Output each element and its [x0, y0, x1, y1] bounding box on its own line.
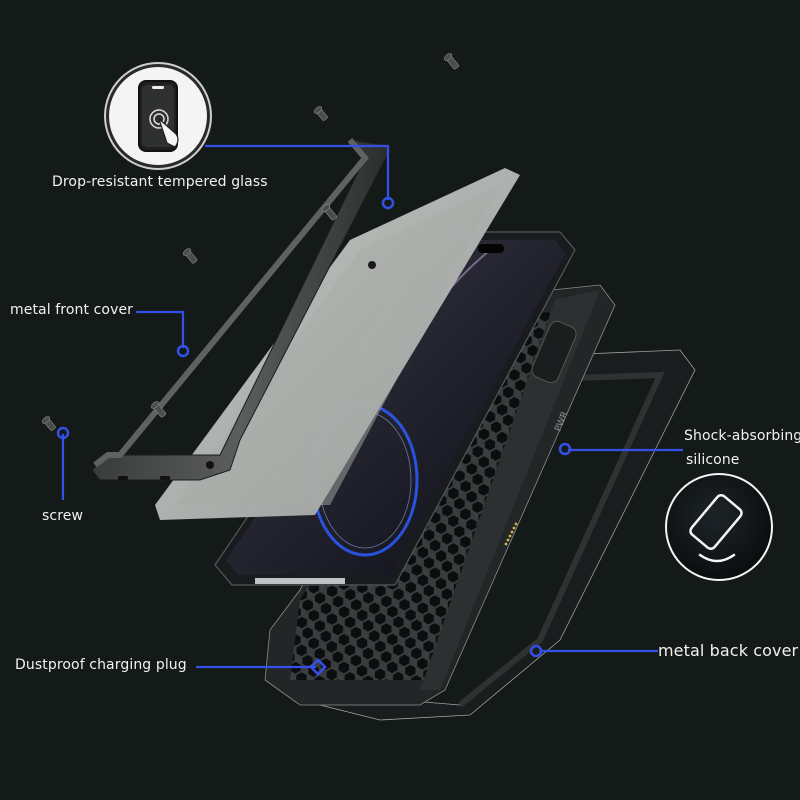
label-metal-front-cover: metal front cover	[10, 302, 134, 318]
shock-absorb-phone-icon	[665, 473, 773, 581]
callout-line-front-cover	[136, 310, 185, 348]
screws	[41, 53, 459, 431]
metal-front-cover	[91, 138, 391, 481]
label-shock-absorbing: Shock-absorbing	[684, 428, 800, 444]
label-metal-back-cover: metal back cover	[658, 641, 799, 660]
callout-line-glass	[205, 144, 390, 200]
callout-lines	[56, 144, 683, 676]
touch-screen-icon	[106, 64, 210, 168]
label-screw: screw	[42, 508, 84, 524]
label-dustproof-charging-plug: Dustproof charging plug	[15, 657, 187, 673]
label-silicone: silicone	[686, 452, 740, 468]
label-tempered-glass: Drop-resistant tempered glass	[52, 174, 268, 190]
